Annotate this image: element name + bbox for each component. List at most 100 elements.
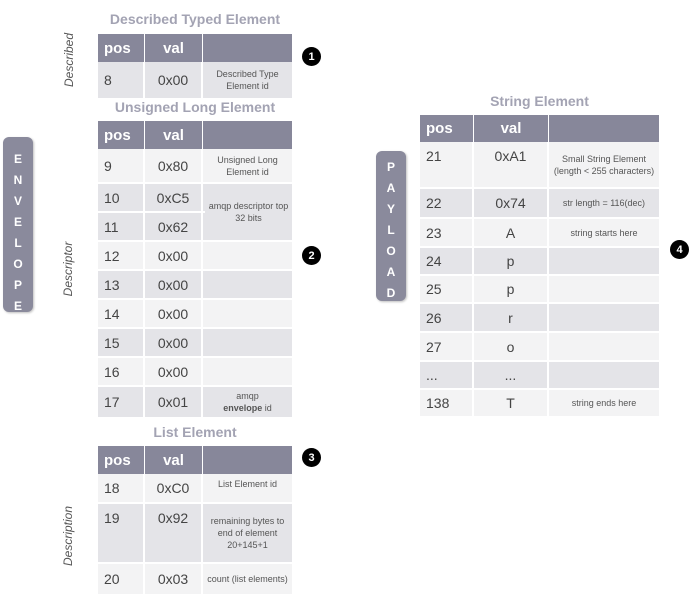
desc-cell [549, 362, 659, 388]
desc-cell: string ends here [571, 398, 637, 408]
table-row: 14 0x00 [98, 300, 292, 329]
desc-cell: count (list elements) [207, 574, 288, 584]
payload-letter: O [386, 244, 396, 258]
string-table: pos val 21 0xA1 Small String Element (le… [420, 115, 659, 418]
table-row: 23 A string starts here [420, 219, 659, 248]
val-cell: T [474, 390, 549, 416]
table-row: 20 0x03 count (list elements) [98, 564, 292, 596]
table-row: 9 0x80 Unsigned Long Element id [98, 149, 292, 184]
val-cell: 0x00 [145, 329, 203, 356]
pos-cell: 138 [420, 390, 474, 416]
desc-header [203, 34, 292, 62]
val-cell: 0xC0 [145, 474, 203, 502]
ulong-title: Unsigned Long Element [114, 99, 276, 115]
val-cell: 0xA1 [474, 142, 549, 187]
envelope-letter: E [13, 215, 22, 229]
described-typed-title: Described Typed Element [109, 11, 281, 27]
table-row: 16 0x00 [98, 358, 292, 387]
payload-letter: Y [386, 202, 395, 216]
table-row: ... ... [420, 362, 659, 390]
desc-header [203, 121, 292, 149]
payload-letter: D [386, 286, 396, 300]
pos-cell: 18 [98, 474, 145, 502]
table-header: pos val [420, 115, 659, 142]
desc-cell: Unsigned Long Element id [217, 154, 278, 177]
pos-cell: 23 [420, 219, 474, 246]
val-cell: 0x80 [145, 149, 203, 182]
pos-cell: 25 [420, 276, 474, 302]
pos-cell: 8 [98, 62, 145, 98]
table-row: 25 p [420, 276, 659, 304]
table-header: pos val [98, 34, 292, 62]
desc-cell [203, 300, 292, 327]
val-cell: A [474, 219, 549, 246]
table-row: 17 0x01 amqp envelope id [98, 387, 292, 419]
marker-1: 1 [302, 47, 321, 66]
pos-header: pos [98, 34, 145, 62]
table-row: 13 0x00 [98, 271, 292, 300]
pos-cell: 26 [420, 304, 474, 331]
id-word: id [262, 403, 272, 413]
envelope-letter: E [13, 152, 22, 166]
marker-3: 3 [302, 448, 321, 467]
desc-cell: Small String Element (length < 255 chara… [553, 153, 655, 176]
ulong-table: pos val 9 0x80 Unsigned Long Element id … [98, 121, 292, 419]
table-row: 19 0x92 remaining bytes to end of elemen… [98, 504, 292, 564]
val-cell: 0x62 [145, 213, 203, 240]
envelope-word: envelope [223, 403, 263, 413]
pos-header: pos [98, 121, 145, 149]
envelope-letter: V [13, 194, 22, 208]
val-header: val [474, 115, 549, 142]
pos-header: pos [98, 446, 145, 474]
table-row: 22 0x74 str length = 116(dec) [420, 189, 659, 219]
table-row: 21 0xA1 Small String Element (length < 2… [420, 142, 659, 189]
val-header: val [145, 121, 203, 149]
val-cell: 0x00 [145, 358, 203, 385]
envelope-letter: P [13, 278, 22, 292]
val-cell: 0x00 [145, 62, 203, 98]
val-cell: r [474, 304, 549, 331]
amqp-descriptor-note: amqp descriptor top 32 bits [205, 184, 292, 240]
pos-cell: 15 [98, 329, 145, 356]
envelope-letter: N [13, 173, 23, 187]
val-cell: 0x03 [145, 564, 203, 594]
val-cell: p [474, 276, 549, 302]
val-header: val [145, 446, 203, 474]
val-cell: 0xC5 [145, 184, 203, 211]
pos-cell: 10 [98, 184, 145, 211]
table-row: 27 o [420, 333, 659, 362]
val-cell: 0x00 [145, 271, 203, 298]
table-row: 138 T string ends here [420, 390, 659, 418]
list-table: pos val 18 0xC0 List Element id 19 0x92 … [98, 446, 292, 596]
pos-cell: 21 [420, 142, 474, 187]
table-row: 18 0xC0 List Element id [98, 474, 292, 504]
described-table: pos val 8 0x00 Described Type Element id [98, 34, 292, 100]
payload-letter: P [386, 160, 395, 174]
envelope-letter: L [14, 236, 22, 250]
envelope-letter: O [13, 257, 23, 271]
val-cell: ... [474, 362, 549, 388]
desc-line: envelope id [223, 402, 272, 414]
desc-cell: List Element id [217, 479, 278, 489]
pos-cell: 19 [98, 504, 145, 562]
val-cell: 0x00 [145, 300, 203, 327]
desc-header [549, 115, 659, 142]
pos-header: pos [420, 115, 474, 142]
table-row: 26 r [420, 304, 659, 333]
desc-cell [203, 329, 292, 356]
pos-cell: 17 [98, 387, 145, 417]
pos-cell: 20 [98, 564, 145, 594]
payload-badge: P A Y L O A D [376, 151, 406, 301]
desc-cell [549, 248, 659, 274]
desc-header [203, 446, 292, 474]
table-header: pos val [98, 121, 292, 149]
pos-cell: ... [420, 362, 474, 388]
payload-letter: A [386, 181, 396, 195]
desc-line: amqp [236, 391, 259, 401]
desc-cell [549, 276, 659, 302]
desc-cell: string starts here [570, 227, 638, 238]
string-title: String Element [490, 93, 589, 109]
desc-cell [549, 304, 659, 331]
table-header: pos val [98, 446, 292, 474]
pos-cell: 12 [98, 242, 145, 269]
